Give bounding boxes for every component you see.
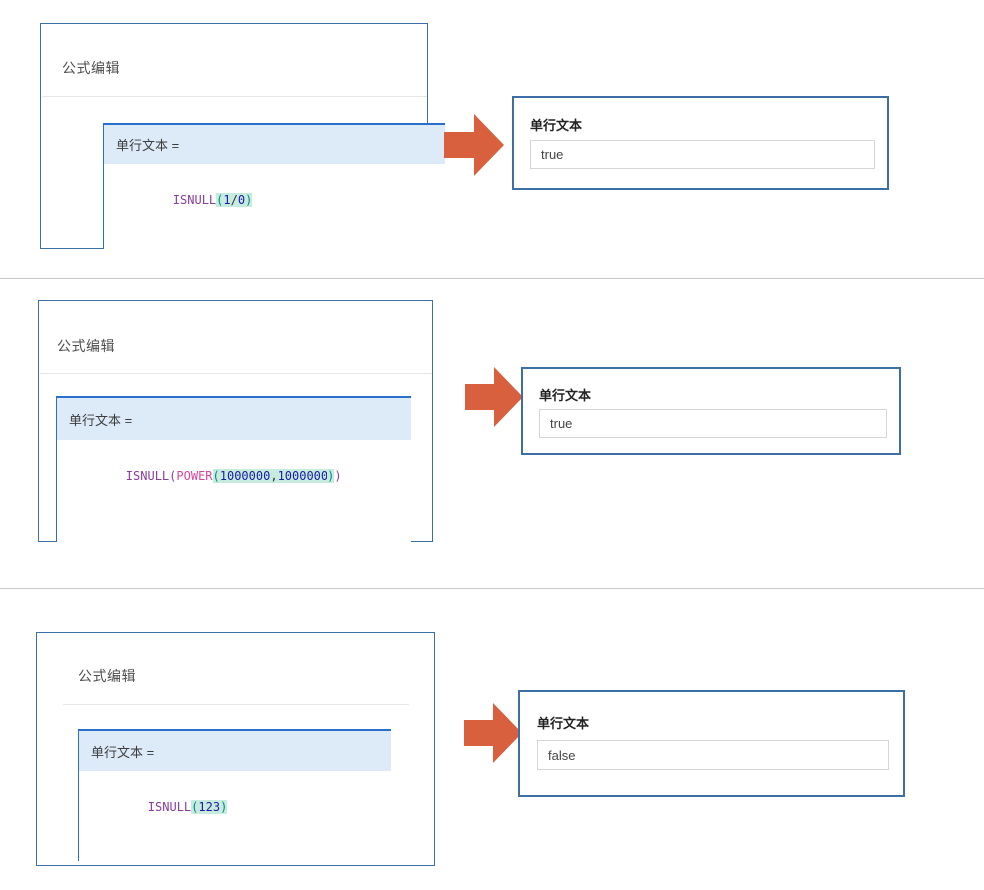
formula-code-area[interactable]: 单行文本 = ISNULL(POWER(1000000,1000000)) [56,396,411,542]
editor-divider [63,704,409,705]
formula-editor-card: 公式编辑 单行文本 = ISNULL(123) [36,632,435,866]
token-close-paren: ) [220,800,228,814]
formula-code-area[interactable]: 单行文本 = ISNULL(123) [78,729,391,861]
token-operator: / [230,193,238,207]
formula-code-text[interactable]: ISNULL(POWER(1000000,1000000)) [57,440,411,500]
formula-field-label: 单行文本 = [91,744,155,760]
token-comma: , [270,469,278,483]
formula-editor-card: 公式编辑 单行文本 = ISNULL(1/0) [40,23,445,249]
formula-field-header: 单行文本 = [57,398,411,440]
result-value-text: false [548,747,576,763]
token-number: 1000000 [219,469,271,483]
formula-editor-card: 公式编辑 单行文本 = ISNULL(POWER(1000000,1000000… [38,300,433,542]
formula-code-text[interactable]: ISNULL(1/0) [104,164,445,224]
formula-field-header: 单行文本 = [79,731,391,771]
result-card: 单行文本 true [521,367,901,455]
example-row-1: 公式编辑 单行文本 = ISNULL(1/0) 单行文本 true [0,0,984,278]
token-close-paren-outer: ) [334,469,342,483]
token-function-name: ISNULL [125,469,170,483]
token-function-name: ISNULL [147,800,192,814]
token-open-paren: ( [216,193,224,207]
arrow-right-glyph [464,703,522,763]
token-number: 1000000 [277,469,329,483]
editor-title: 公式编辑 [78,668,136,684]
result-card: 单行文本 true [512,96,889,190]
result-value-input[interactable]: false [537,740,889,770]
editor-divider [42,96,427,97]
example-row-2: 公式编辑 单行文本 = ISNULL(POWER(1000000,1000000… [0,279,984,588]
token-number: 0 [237,193,246,207]
token-open-paren: ( [212,469,220,483]
arrow-right-glyph [444,114,504,176]
arrow-right-icon [444,114,504,176]
token-number: 1 [223,193,231,207]
token-function-name-inner: POWER [176,469,213,483]
formula-field-header: 单行文本 = [104,125,445,164]
example-row-3: 公式编辑 单行文本 = ISNULL(123) 单行文本 false [0,589,984,890]
token-function-name: ISNULL [172,193,217,207]
token-close-paren: ) [327,469,335,483]
formula-code-area[interactable]: 单行文本 = ISNULL(1/0) [103,123,445,249]
result-field-label: 单行文本 [539,388,592,403]
row-separator-1 [0,278,984,279]
result-card: 单行文本 false [518,690,905,797]
arrow-right-glyph [465,367,523,427]
arrow-right-icon [464,703,522,763]
result-value-text: true [541,147,564,162]
token-open-paren: ( [191,800,199,814]
result-field-label: 单行文本 [530,118,583,133]
arrow-right-icon [465,367,523,427]
row-separator-2 [0,588,984,589]
token-close-paren: ) [245,193,253,207]
token-number: 123 [198,800,221,814]
editor-title: 公式编辑 [57,338,115,354]
result-value-input[interactable]: true [530,140,875,169]
result-value-input[interactable]: true [539,409,887,438]
formula-code-text[interactable]: ISNULL(123) [79,771,391,831]
editor-divider [40,373,432,374]
result-value-text: true [550,416,573,431]
formula-field-label: 单行文本 = [116,138,180,153]
token-open-paren-outer: ( [169,469,177,483]
formula-field-label: 单行文本 = [69,412,133,428]
result-field-label: 单行文本 [537,716,590,731]
editor-title: 公式编辑 [62,60,120,76]
